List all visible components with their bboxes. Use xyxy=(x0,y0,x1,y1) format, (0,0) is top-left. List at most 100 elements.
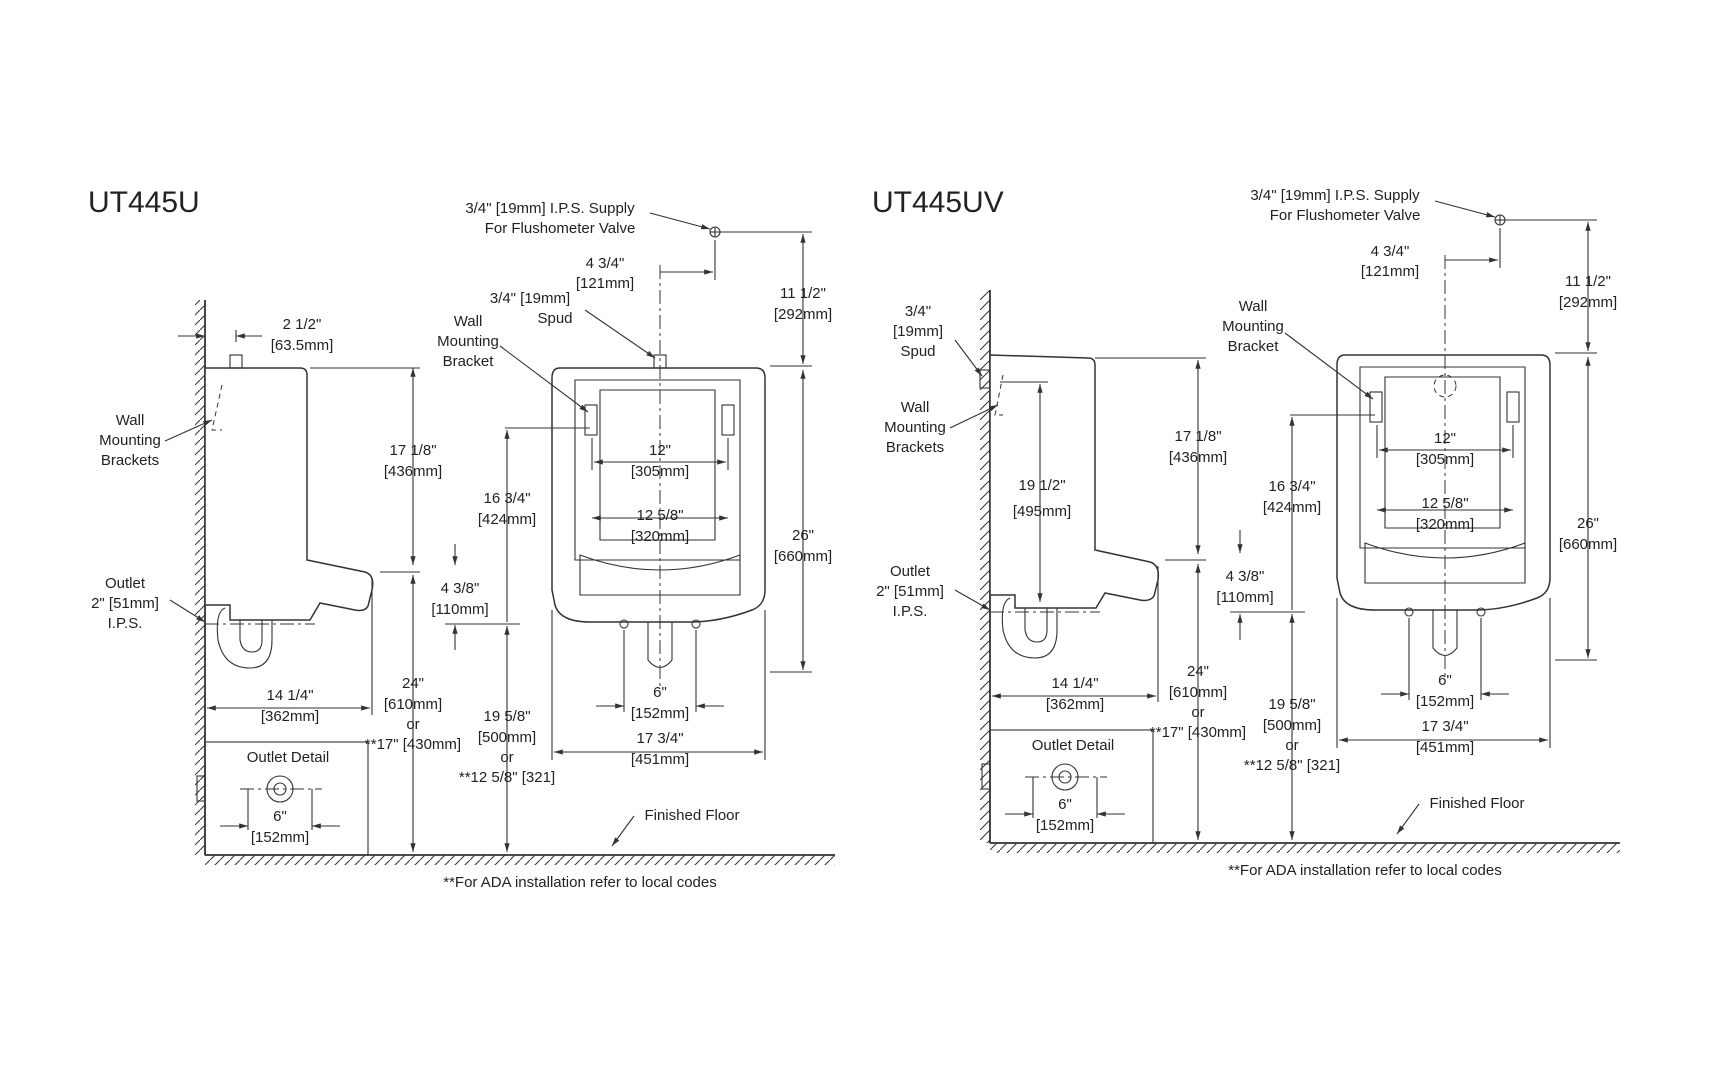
dim-label: 19 5/8" xyxy=(1268,696,1315,713)
dim-label: 17 1/8" xyxy=(1174,428,1221,445)
dim-label: [152mm] xyxy=(631,705,689,722)
callout-label: Mounting xyxy=(437,333,499,350)
bracket-hidden xyxy=(994,374,1004,416)
dim-label: 12 5/8" xyxy=(636,507,683,524)
dim-label: [110mm] xyxy=(1216,589,1273,606)
dim-label: 14 1/4" xyxy=(1051,675,1098,692)
dim-label: 12" xyxy=(649,442,671,459)
dim-label: 17 3/4" xyxy=(636,730,683,747)
callout-label: Wall xyxy=(116,412,145,429)
dim-label: 24" xyxy=(402,675,424,692)
dim-label: [152mm] xyxy=(1036,817,1094,834)
dim-label: or xyxy=(500,749,513,766)
supply-label: 3/4" [19mm] I.P.S. Supply xyxy=(1250,187,1420,204)
dim-label: [121mm] xyxy=(1361,263,1419,280)
wall-hatch xyxy=(980,290,990,843)
dim-label: [292mm] xyxy=(774,306,832,323)
callout-label: Wall xyxy=(1239,298,1268,315)
leader xyxy=(1396,803,1420,835)
callout-label: 2" [51mm] xyxy=(876,583,944,600)
front-bowl-inner xyxy=(599,389,716,541)
front-bracket-left xyxy=(584,404,598,436)
dim-label: [495mm] xyxy=(1013,503,1071,520)
dim-label: [305mm] xyxy=(1416,451,1474,468)
front-bracket-right xyxy=(721,404,735,436)
front-bracket-left xyxy=(1369,391,1383,423)
dim-label: **17" [430mm] xyxy=(1150,724,1246,741)
dim-label: [500mm] xyxy=(1263,717,1321,734)
outlet-trap xyxy=(216,607,273,669)
dim-label: or xyxy=(1285,737,1298,754)
outlet-trap-inner xyxy=(239,620,263,653)
dim-label: [63.5mm] xyxy=(271,337,334,354)
leader xyxy=(949,404,999,429)
callout-label: Bracket xyxy=(443,353,495,370)
front-bracket-right xyxy=(1506,391,1520,423)
dim-label: [362mm] xyxy=(1046,696,1104,713)
supply-label: For Flushometer Valve xyxy=(485,220,636,237)
dim-label: 6" xyxy=(1058,796,1072,813)
callout-label: Outlet xyxy=(890,563,931,580)
ada-note: **For ADA installation refer to local co… xyxy=(443,874,716,891)
dim-label: or xyxy=(406,716,419,733)
dim-label: [610mm] xyxy=(384,696,442,713)
callout-label: Wall xyxy=(454,313,483,330)
dim-label: 4 3/8" xyxy=(1226,568,1265,585)
dim-label: **12 5/8" [321] xyxy=(459,769,555,786)
outlet-detail-title: Outlet Detail xyxy=(1032,737,1115,754)
dim-label: or xyxy=(1191,704,1204,721)
dim-label: 19 1/2" xyxy=(1018,477,1065,494)
bracket-hidden xyxy=(211,384,223,431)
ada-note: **For ADA installation refer to local co… xyxy=(1228,862,1501,879)
callout-label: Spud xyxy=(900,343,935,360)
callout-label: Mounting xyxy=(1222,318,1284,335)
supply-label: For Flushometer Valve xyxy=(1270,207,1421,224)
outlet-detail-title: Outlet Detail xyxy=(247,749,330,766)
dim-label: 4 3/4" xyxy=(1371,243,1410,260)
dim-label: [110mm] xyxy=(431,601,488,618)
dim-label: [451mm] xyxy=(1416,739,1474,756)
leader xyxy=(649,212,711,230)
supply-label: 3/4" [19mm] I.P.S. Supply xyxy=(465,200,635,217)
dim-label: 11 1/2" xyxy=(1565,273,1611,290)
dim-label: 19 5/8" xyxy=(483,708,530,725)
dim-label: [152mm] xyxy=(1416,693,1474,710)
dim-label: [362mm] xyxy=(261,708,319,725)
dim-label: 2 1/2" xyxy=(283,316,322,333)
dim-label: [436mm] xyxy=(1169,449,1227,466)
dim-label: [152mm] xyxy=(251,829,309,846)
dim-label: **12 5/8" [321] xyxy=(1244,757,1340,774)
leader xyxy=(1284,332,1374,400)
urinal-side-view xyxy=(989,354,1160,609)
leader xyxy=(584,309,656,359)
outlet-trap-inner xyxy=(1024,608,1048,643)
dim-label: 16 3/4" xyxy=(483,490,530,507)
dim-label: 26" xyxy=(1577,515,1599,532)
model-title: UT445UV xyxy=(872,186,1004,219)
dim-label: 24" xyxy=(1187,663,1209,680)
callout-label: 3/4" xyxy=(905,303,931,320)
outlet-trap xyxy=(1001,597,1058,659)
leader xyxy=(954,589,991,611)
floor-hatch xyxy=(205,855,835,865)
floor-label: Finished Floor xyxy=(1429,795,1524,812)
leader xyxy=(1434,200,1496,218)
callout-label: Spud xyxy=(537,310,572,327)
dim-label: 4 3/4" xyxy=(586,255,625,272)
dim-label: [436mm] xyxy=(384,463,442,480)
callout-label: Outlet xyxy=(105,575,146,592)
callout-label: Mounting xyxy=(884,419,946,436)
floor-label: Finished Floor xyxy=(644,807,739,824)
bolt-hole-left xyxy=(1404,607,1414,617)
callout-label: Brackets xyxy=(101,452,159,469)
panel-ut445u: UT445U 2 1/2" [63.5mm] 17 1/8" [436mm] 4… xyxy=(88,186,835,891)
urinal-side-view xyxy=(204,367,374,621)
dim-label: [660mm] xyxy=(1559,536,1617,553)
panel-ut445uv: UT445UV 19 1/2" [495mm] 17 1/8" [436mm] … xyxy=(872,186,1620,879)
dim-label: 11 1/2" xyxy=(780,285,826,302)
rear-spud-hidden xyxy=(1433,374,1457,398)
callout-label: 3/4" [19mm] xyxy=(490,290,570,307)
detail-flange xyxy=(196,775,206,802)
dim-label: 12" xyxy=(1434,430,1456,447)
